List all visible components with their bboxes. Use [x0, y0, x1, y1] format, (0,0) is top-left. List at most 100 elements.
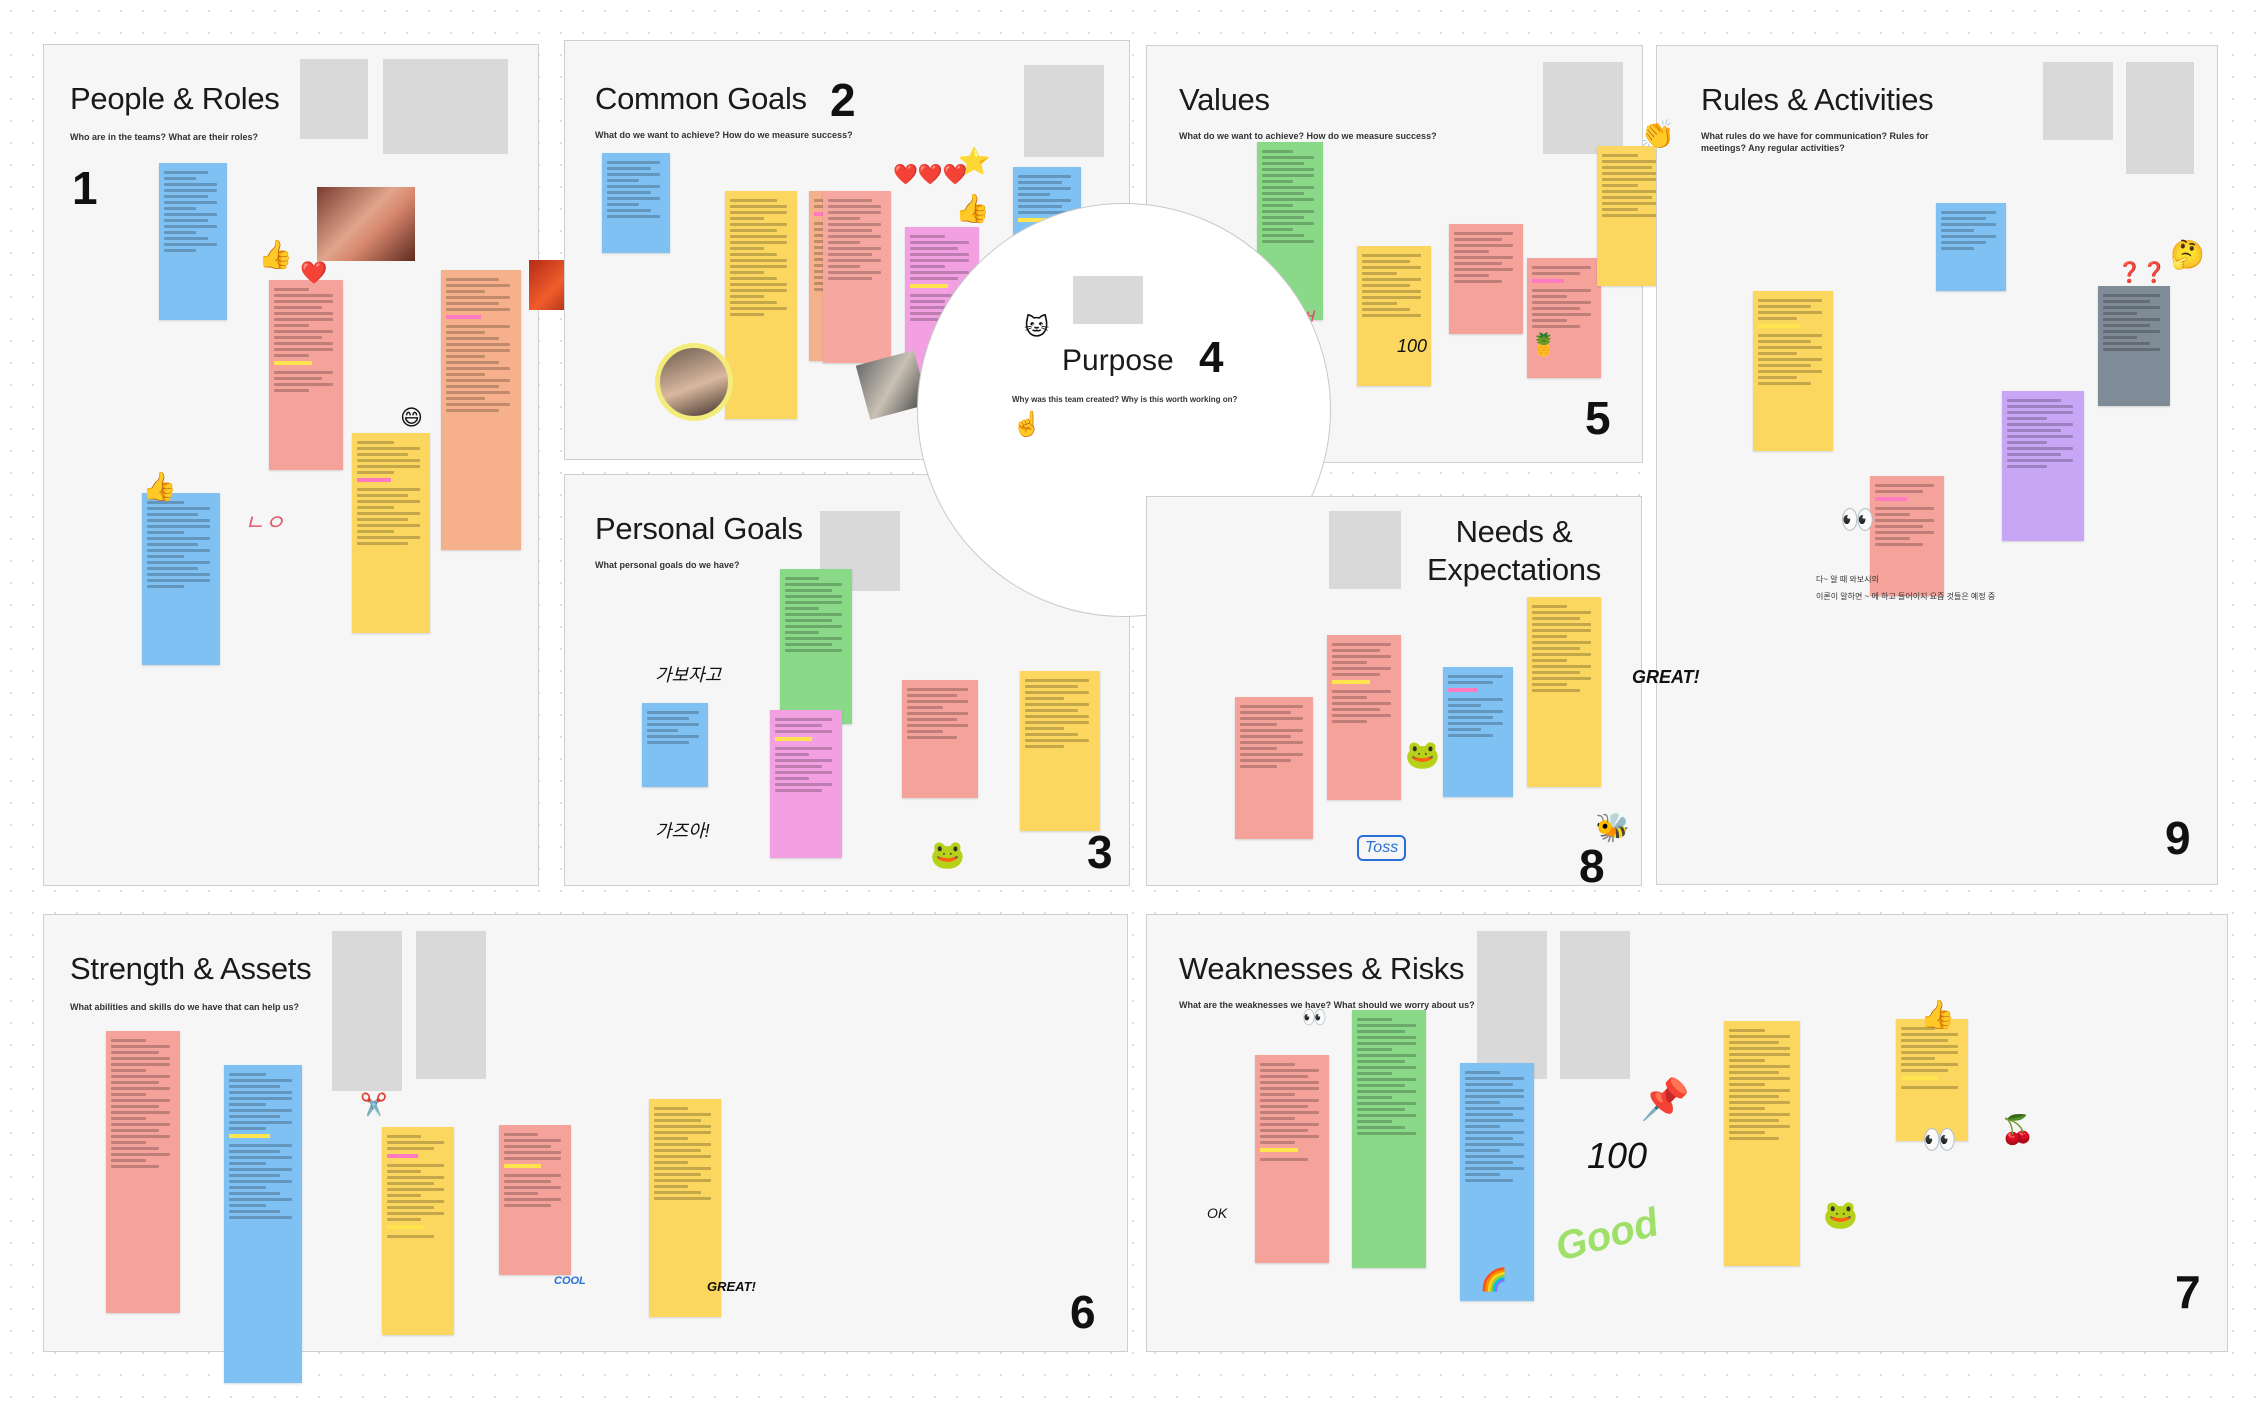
frame-number: 1 — [72, 162, 98, 214]
sticky-note[interactable] — [2098, 286, 2170, 406]
sticky-note[interactable] — [1443, 667, 1513, 797]
handwriting: ㄴㅇ — [244, 510, 285, 535]
description-card[interactable] — [1024, 65, 1104, 157]
sticky-note[interactable] — [823, 191, 891, 363]
sticky-note[interactable] — [1527, 258, 1601, 378]
thinking-face-icon: 🤔 — [2170, 239, 2205, 270]
description-card[interactable] — [383, 59, 508, 154]
frame-title: Needs & Expectations — [1427, 514, 1601, 587]
frame-subtitle: What abilities and skills do we have tha… — [70, 1002, 300, 1012]
sticky-note[interactable] — [642, 703, 708, 787]
frame-number: 6 — [1070, 1286, 1096, 1338]
cool-scribble: COOL — [554, 1275, 586, 1287]
eyes-icon: 👀 — [1922, 1124, 1957, 1155]
hearts-icon: ❤️❤️❤️ — [893, 164, 968, 186]
sticky-note[interactable] — [1020, 671, 1100, 831]
sticky-note[interactable] — [602, 153, 670, 253]
sticky-note[interactable] — [1870, 476, 1944, 596]
frame-subtitle: What personal goals do we have? — [595, 560, 740, 570]
handwriting-note: 다~ 알 때 와보시의 — [1816, 575, 1879, 584]
sticky-note[interactable] — [1257, 142, 1323, 320]
frame-title: Common Goals — [595, 81, 807, 116]
sticky-note[interactable] — [352, 433, 430, 633]
sticky-note[interactable] — [649, 1099, 721, 1317]
sticky-note[interactable] — [499, 1125, 571, 1275]
profile-photo[interactable] — [317, 187, 415, 261]
clapping-icon: 👏 — [1640, 119, 1675, 150]
great-scribble: GREAT! — [1632, 667, 1700, 687]
description-card[interactable] — [1073, 276, 1143, 324]
great-scribble: GREAT! — [707, 1279, 756, 1294]
good-scribble: Good — [1550, 1200, 1664, 1270]
sticky-note[interactable] — [382, 1127, 454, 1335]
sticky-note[interactable] — [1255, 1055, 1329, 1263]
description-card[interactable] — [300, 59, 368, 139]
description-card[interactable] — [1329, 511, 1401, 589]
sticky-note[interactable] — [1327, 635, 1401, 800]
sticky-note[interactable] — [441, 270, 521, 550]
handwriting-note: 이론이 알하면 ~ 에 하고 들어이지 요즘 것들은 예정 중 — [1816, 592, 1996, 601]
sticky-note[interactable] — [224, 1065, 302, 1383]
sticky-note[interactable] — [269, 280, 343, 470]
sticky-note[interactable] — [1357, 246, 1431, 386]
sticky-note[interactable] — [1936, 203, 2006, 291]
description-card[interactable] — [416, 931, 486, 1079]
score-scribble: 100 — [1397, 336, 1428, 356]
sticky-note[interactable] — [1527, 597, 1601, 787]
sticky-note[interactable] — [106, 1031, 180, 1313]
frame-title: Personal Goals — [595, 511, 803, 546]
thumbs-up-icon: 👍 — [955, 193, 990, 224]
frame-needs-expectations[interactable]: Needs & Expectations 8 GREAT! Toss — [1146, 496, 1700, 892]
frog-icon: 🐸 — [930, 839, 965, 870]
sticky-note[interactable] — [1235, 697, 1313, 839]
heart-icon: ❤️ — [300, 260, 328, 285]
profile-photo[interactable] — [655, 343, 733, 421]
bee-icon: 🐝 — [1595, 812, 1630, 843]
description-card[interactable] — [2043, 62, 2113, 140]
frame-number: 8 — [1579, 840, 1605, 892]
sticky-note[interactable] — [142, 493, 220, 665]
frame-rules-activities[interactable]: Rules & Activities What rules do we have… — [1656, 45, 2218, 885]
handwriting: 가보자고 — [655, 665, 722, 685]
score-scribble: 100 — [1587, 1135, 1648, 1176]
pineapple-icon: 🍍 — [1530, 332, 1558, 357]
purpose-number: 4 — [1199, 333, 1224, 382]
sticky-note[interactable] — [902, 680, 978, 798]
frame-strength-assets[interactable]: Strength & Assets What abilities and ski… — [43, 914, 1128, 1383]
scissors-icon: ✂️ — [360, 1092, 388, 1117]
pointing-hand-icon: ☝️ — [1012, 411, 1042, 438]
eyes-icon: 👀 — [1840, 504, 1875, 535]
sticky-note[interactable] — [1724, 1021, 1800, 1266]
frame-people-roles[interactable]: People & Roles Who are in the teams? Wha… — [43, 44, 587, 886]
sticky-note[interactable] — [780, 569, 852, 724]
purpose-title: Purpose — [1062, 344, 1174, 377]
star-icon: ⭐ — [958, 146, 991, 176]
frame-title: Strength & Assets — [70, 951, 312, 986]
frame-subtitle: What do we want to achieve? How do we me… — [1179, 131, 1437, 141]
sticky-note[interactable] — [159, 163, 227, 320]
sticky-note[interactable] — [1896, 1019, 1968, 1141]
frame-subtitle: What rules do we have for communication?… — [1701, 131, 1929, 153]
frame-subtitle: What do we want to achieve? How do we me… — [595, 130, 853, 140]
description-card[interactable] — [1477, 931, 1547, 1079]
eyes-icon: 👀 — [1302, 1007, 1327, 1029]
frame-number: 5 — [1585, 392, 1611, 444]
sticky-note[interactable] — [1352, 1010, 1426, 1268]
description-card[interactable] — [1543, 62, 1623, 154]
description-card[interactable] — [2126, 62, 2194, 174]
ok-scribble: OK — [1207, 1205, 1228, 1221]
frame-subtitle: What are the weaknesses we have? What sh… — [1179, 1000, 1475, 1010]
frame-weaknesses-risks[interactable]: Weaknesses & Risks What are the weakness… — [1146, 914, 2228, 1352]
sticky-note[interactable] — [1449, 224, 1523, 334]
sticky-note[interactable] — [2002, 391, 2084, 541]
frame-number: 3 — [1087, 826, 1113, 878]
sticky-note[interactable] — [725, 191, 797, 419]
description-card[interactable] — [332, 931, 402, 1091]
sticky-note[interactable] — [1753, 291, 1833, 451]
frame-title: Weaknesses & Risks — [1179, 951, 1465, 986]
frog-icon: 🐸 — [1405, 739, 1440, 770]
frame-number: 7 — [2175, 1266, 2201, 1318]
sticky-note[interactable] — [770, 710, 842, 858]
description-card[interactable] — [1560, 931, 1630, 1079]
sticky-note[interactable] — [1460, 1063, 1534, 1301]
